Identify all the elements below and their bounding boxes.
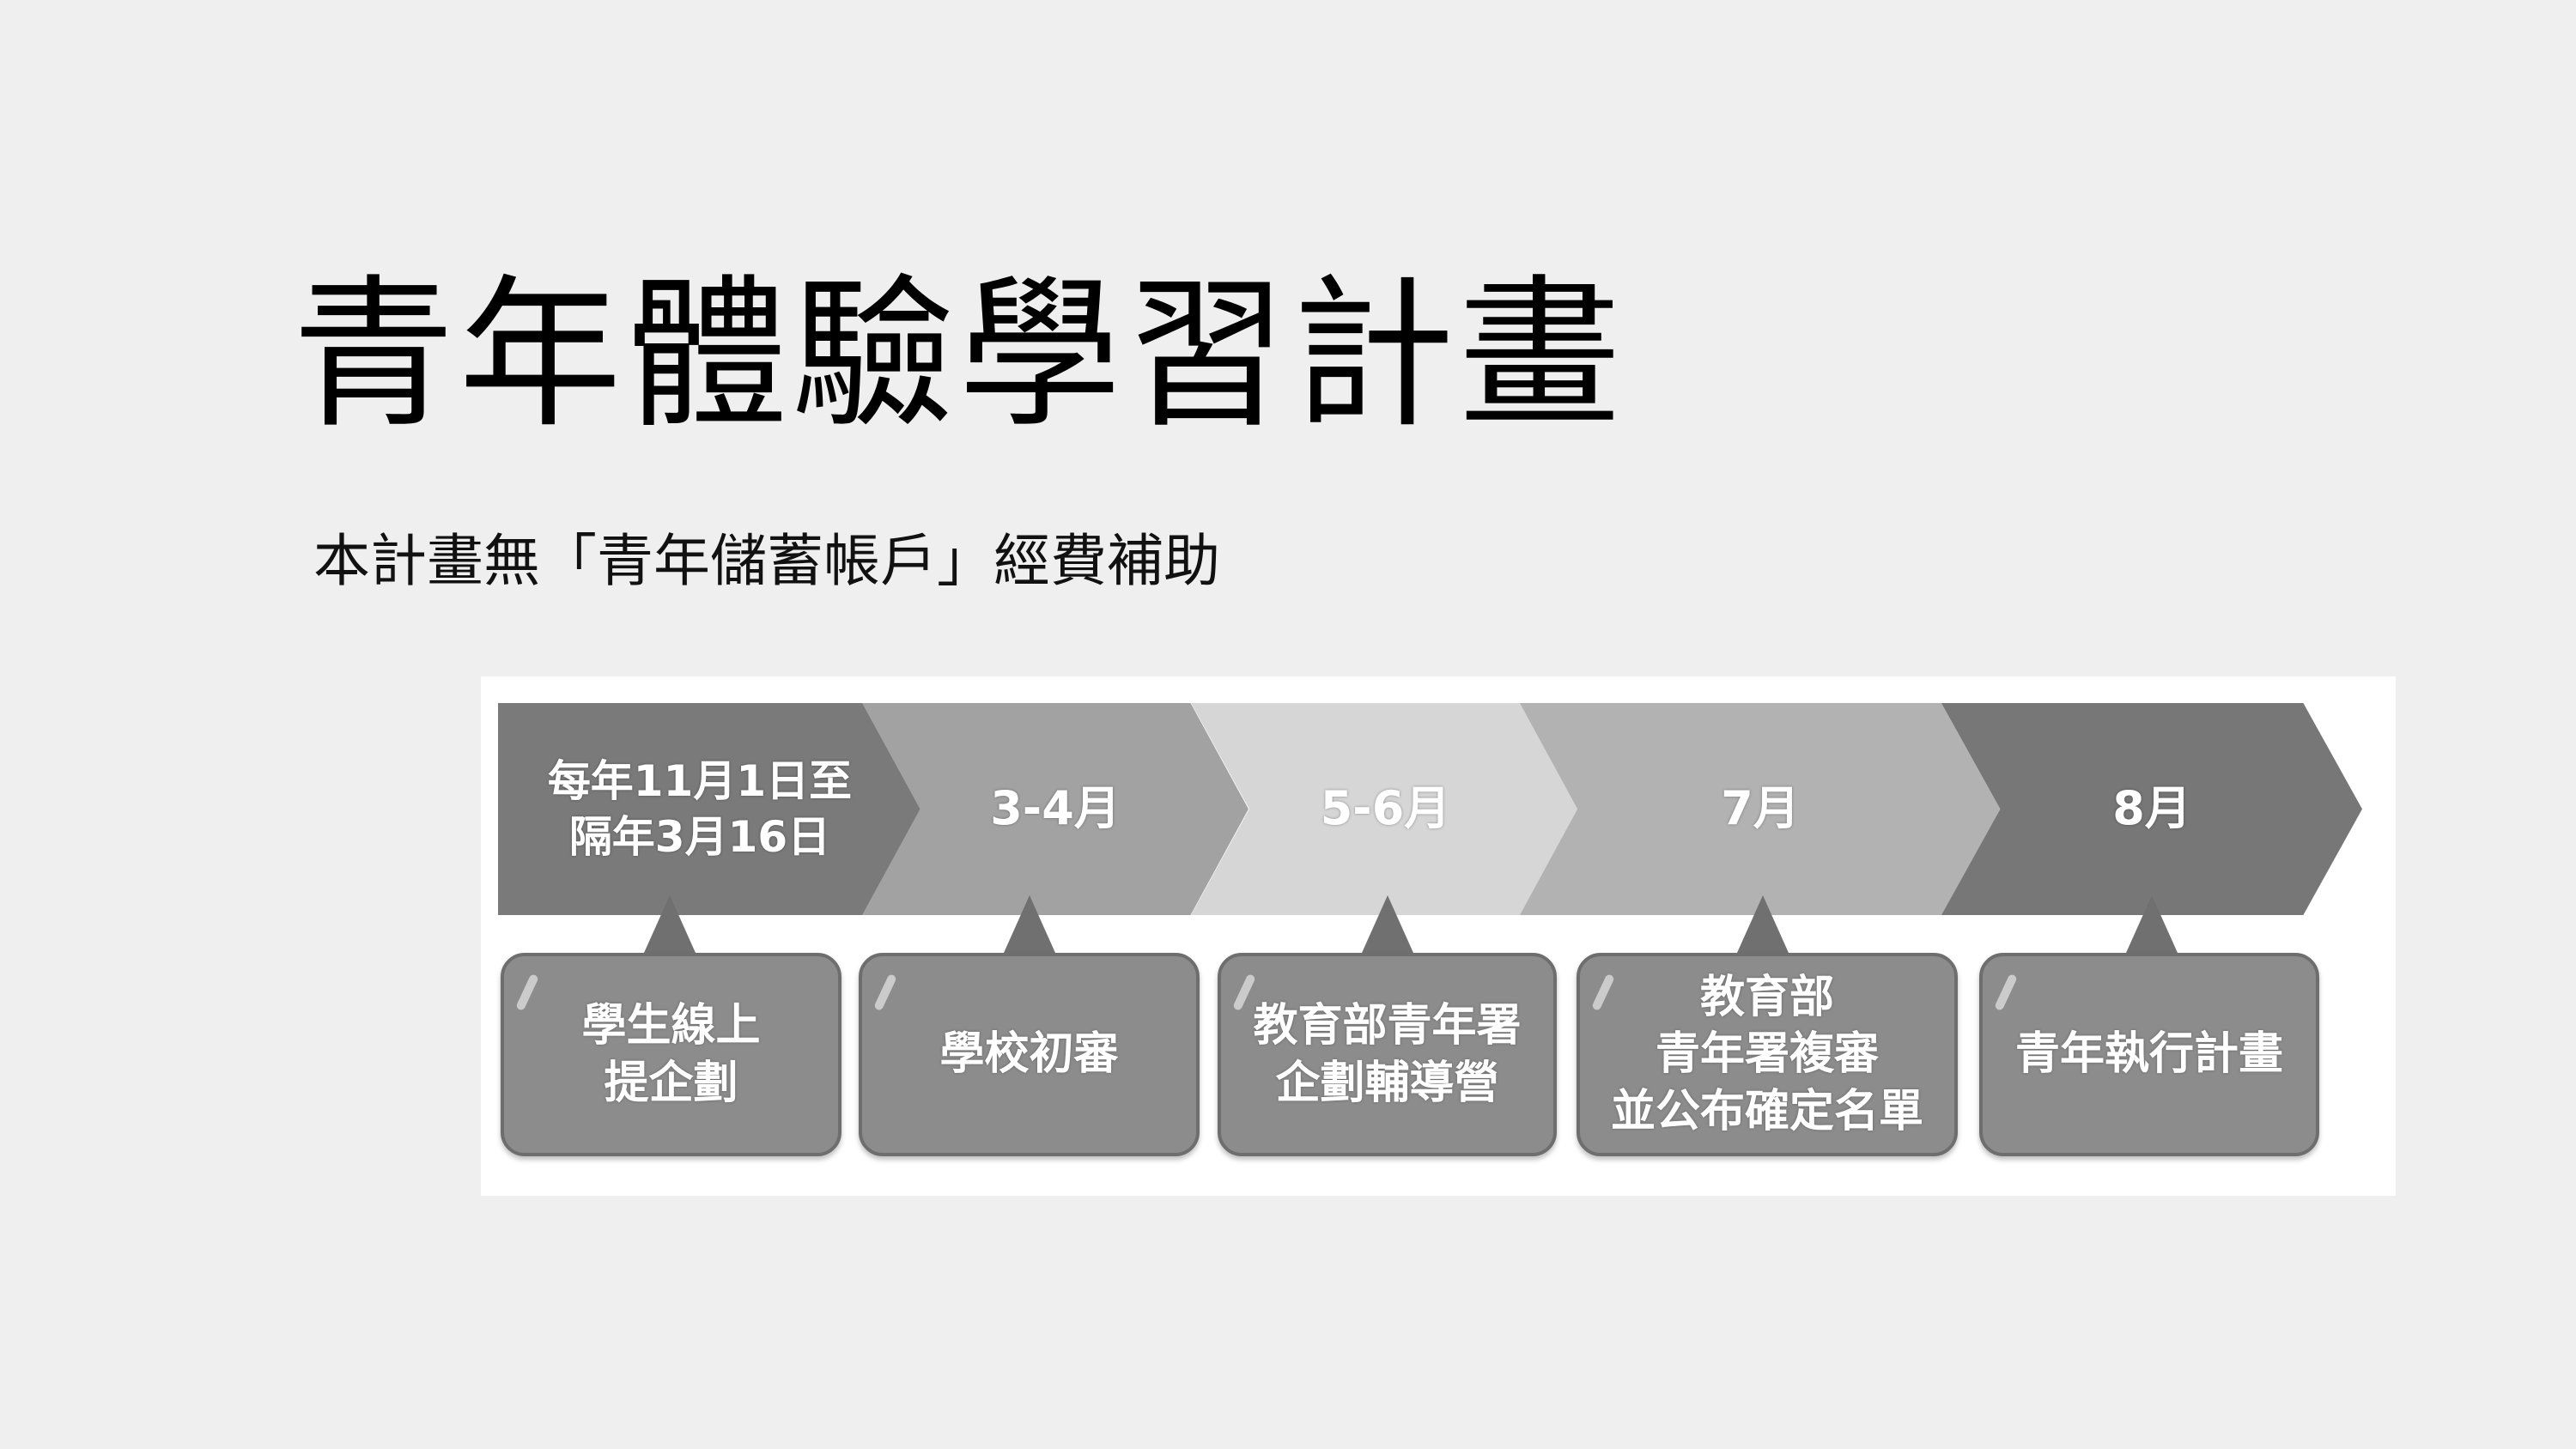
timeline-step-1: 學生線上提企劃 <box>501 953 841 1156</box>
timeline-step-4: 教育部青年署複審並公布確定名單 <box>1577 953 1958 1156</box>
step-label: 青年執行計畫 <box>2014 1028 2283 1081</box>
step-label: 並公布確定名單 <box>1610 1085 1923 1137</box>
period-label: 隔年3月16日 <box>568 811 831 862</box>
shine-icon <box>873 973 897 1012</box>
period-label: 8月 <box>2112 781 2191 836</box>
pointer-icon <box>2126 895 2178 953</box>
timeline-step-5: 青年執行計畫 <box>1979 953 2319 1156</box>
timeline-period-4: 7月 <box>1520 703 2001 915</box>
step-label: 青年署複審 <box>1655 1028 1879 1081</box>
period-label: 5-6月 <box>1320 781 1451 836</box>
pointer-icon <box>1737 895 1789 953</box>
timeline-step-2: 學校初審 <box>859 953 1200 1156</box>
page-subtitle: 本計畫無「青年儲蓄帳戶」經費補助 <box>313 528 1220 594</box>
step-label: 企劃輔導營 <box>1275 1057 1499 1109</box>
page-title: 青年體驗學習計畫 <box>292 260 1625 450</box>
shine-icon <box>515 973 539 1012</box>
step-label: 教育部 <box>1699 971 1834 1023</box>
timeline-period-2: 3-4月 <box>862 703 1249 915</box>
timeline-diagram: 每年11月1日至隔年3月16日 3-4月 5-6月 7月 8月 學生線上提企劃 … <box>481 676 2396 1196</box>
step-label: 教育部青年署 <box>1253 999 1522 1052</box>
step-label: 學生線上 <box>581 999 761 1052</box>
pointer-icon <box>1004 895 1055 953</box>
timeline-period-5: 8月 <box>1941 703 2362 915</box>
shine-icon <box>1994 973 2018 1012</box>
timeline-period-3: 5-6月 <box>1191 703 1580 915</box>
step-label: 提企劃 <box>604 1057 738 1109</box>
pointer-icon <box>644 895 696 953</box>
pointer-icon <box>1362 895 1413 953</box>
step-label: 學校初審 <box>939 1028 1119 1081</box>
period-label: 7月 <box>1721 781 1800 836</box>
period-label: 3-4月 <box>990 781 1121 836</box>
timeline-step-3: 教育部青年署企劃輔導營 <box>1218 953 1557 1156</box>
period-label: 每年11月1日至 <box>547 755 853 806</box>
timeline-period-1: 每年11月1日至隔年3月16日 <box>498 703 936 915</box>
